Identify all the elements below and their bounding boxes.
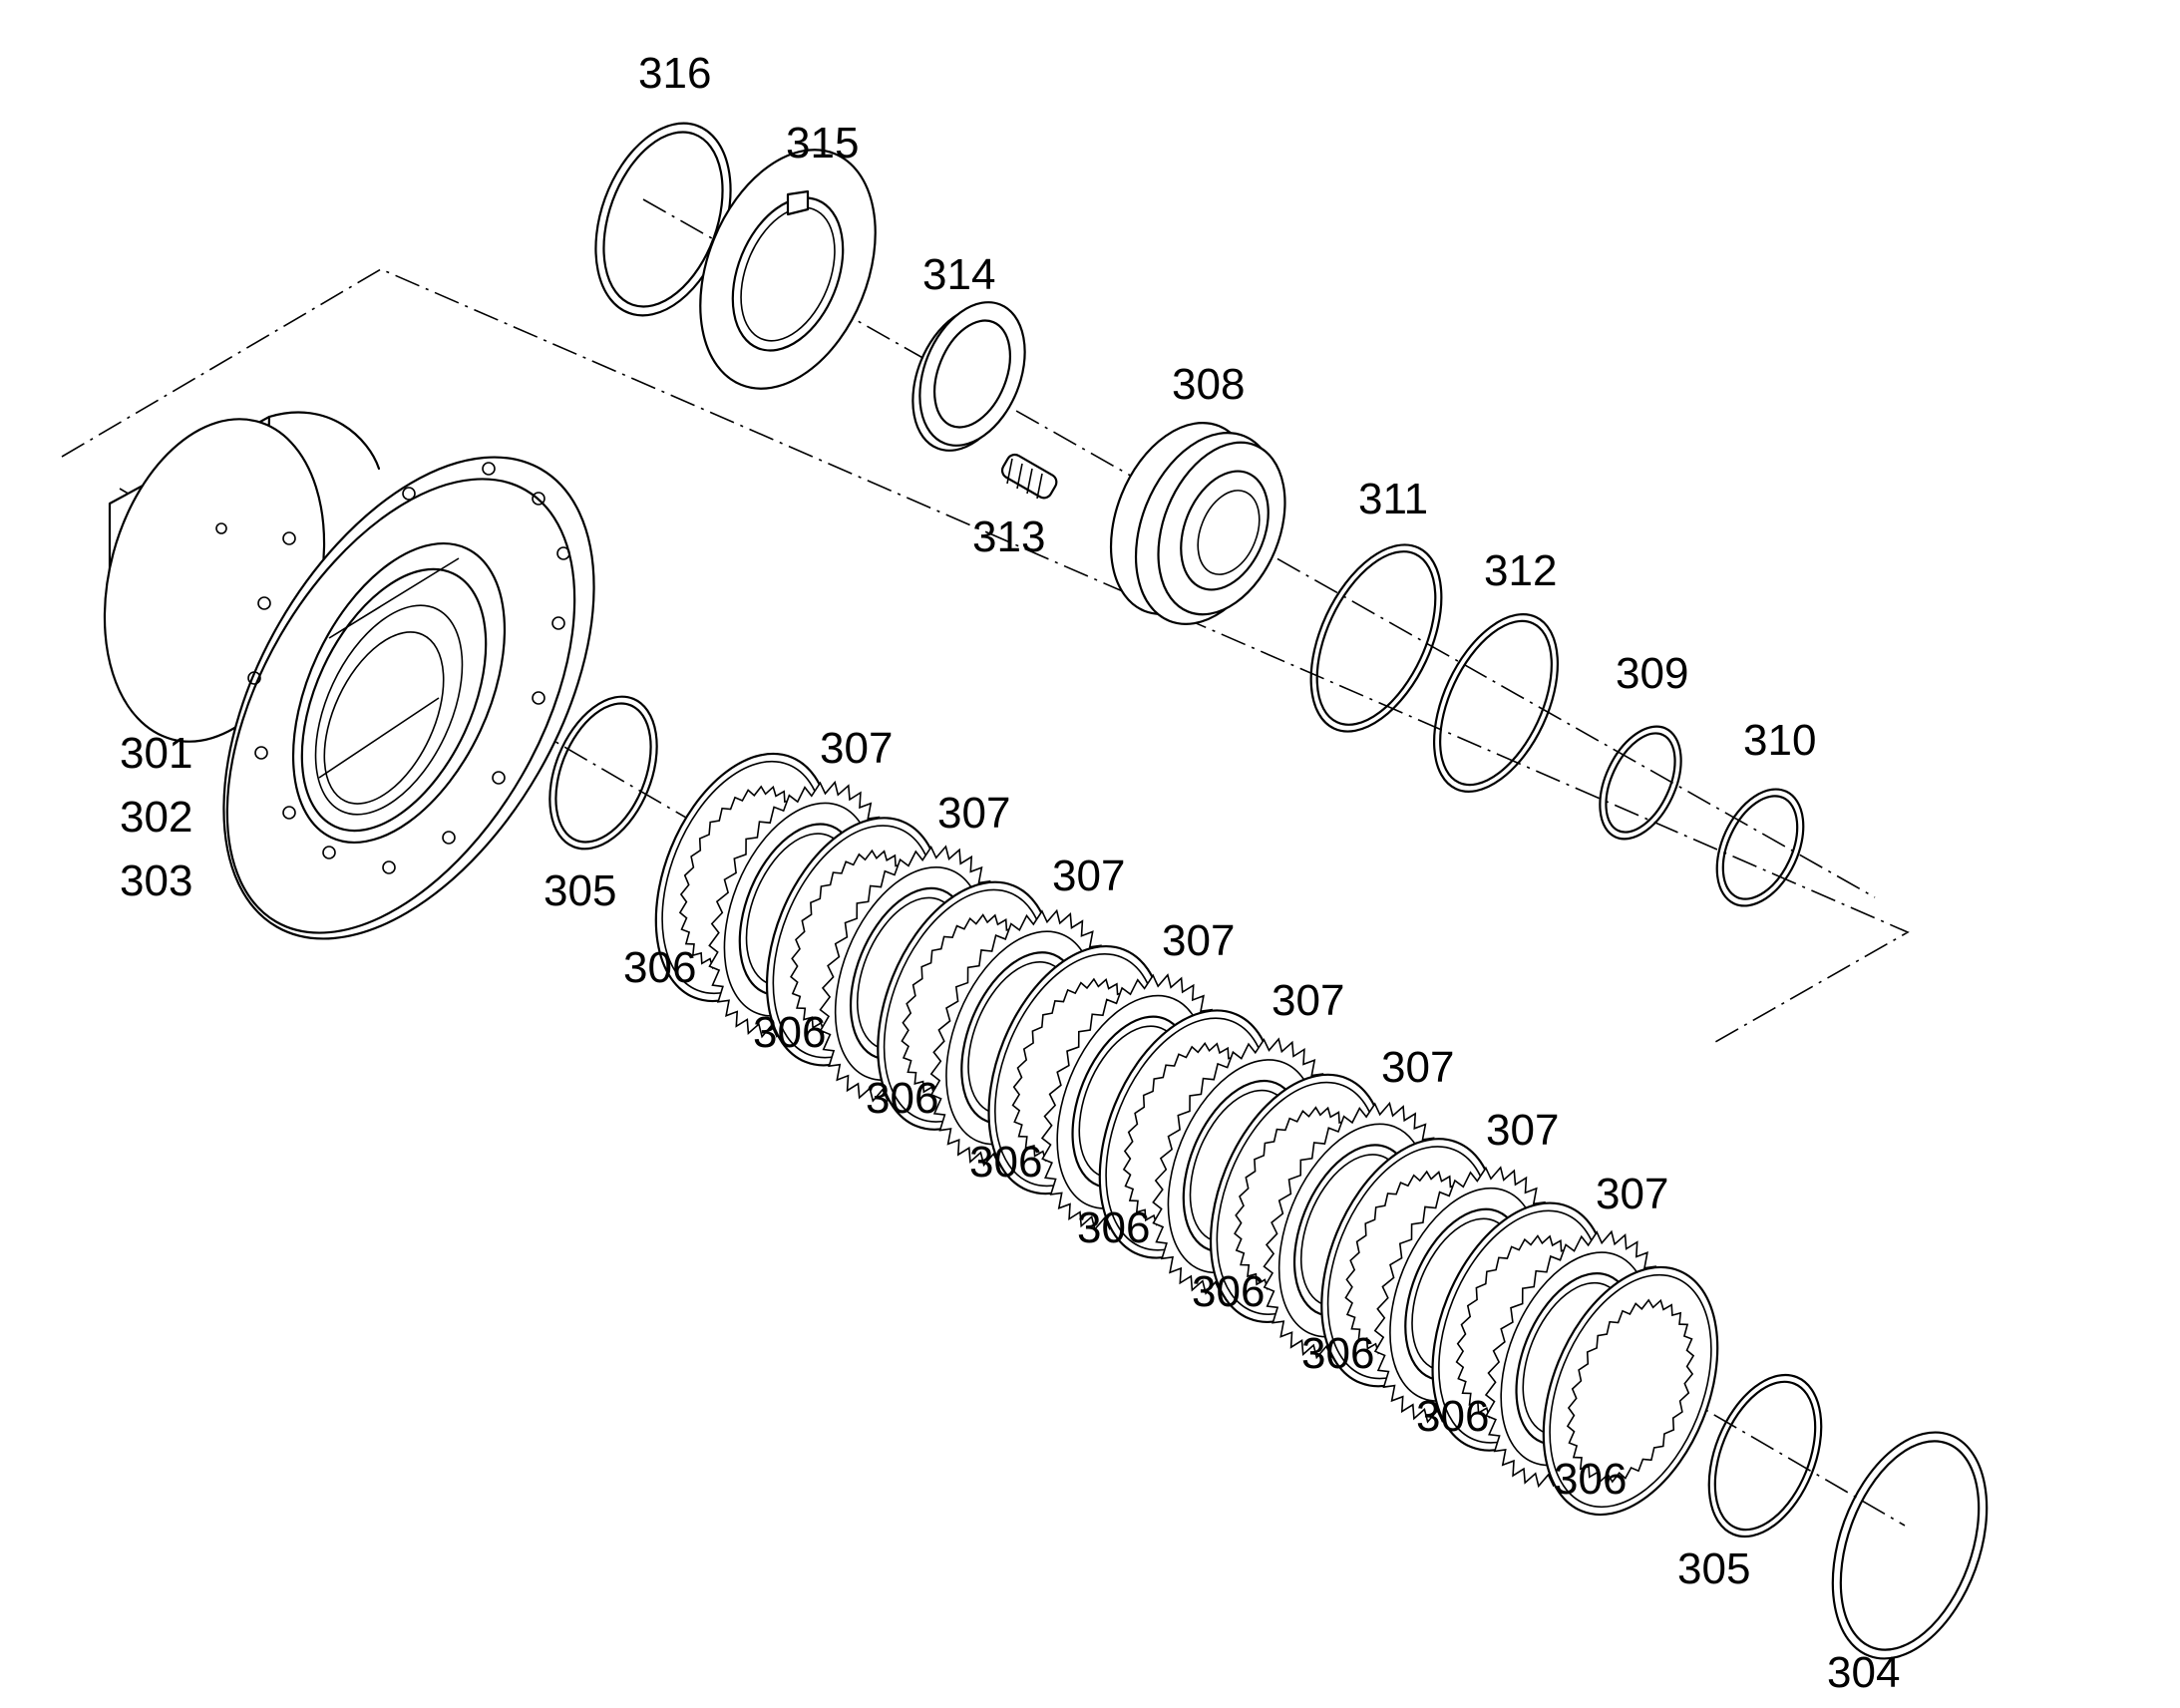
label-306: 306 (1192, 1267, 1265, 1316)
label-306: 306 (969, 1138, 1042, 1187)
callout-labels: 316 315 314 308 313 311 312 309 310 301 … (120, 49, 1900, 1697)
label-307: 307 (1272, 976, 1344, 1025)
part-308-piston (1109, 422, 1286, 625)
label-306: 306 (1416, 1392, 1489, 1441)
label-302: 302 (120, 793, 192, 842)
label-307: 307 (1162, 916, 1235, 965)
part-314-bushing (911, 301, 1026, 452)
label-314: 314 (922, 250, 995, 299)
part-315-plate (699, 149, 877, 390)
label-307: 307 (1052, 852, 1125, 900)
label-305-left: 305 (544, 866, 616, 915)
part-304-snap-ring (1831, 1431, 1989, 1660)
label-307: 307 (1486, 1106, 1559, 1155)
label-315: 315 (786, 119, 859, 168)
part-311-oring (1309, 543, 1443, 733)
part-310-oring (1715, 788, 1805, 907)
part-305-ring-right (1707, 1373, 1823, 1538)
steel-plate-inner-teeth (1566, 1298, 1695, 1484)
steel-plate-rim (1549, 1273, 1712, 1509)
label-309: 309 (1616, 649, 1688, 698)
label-304: 304 (1827, 1648, 1900, 1697)
label-316: 316 (638, 49, 711, 98)
label-306: 306 (1554, 1455, 1627, 1504)
label-313: 313 (972, 512, 1045, 561)
housing-part (103, 411, 595, 940)
label-310: 310 (1743, 716, 1816, 765)
label-308: 308 (1172, 360, 1245, 409)
label-305-right: 305 (1677, 1544, 1750, 1593)
label-307: 307 (820, 724, 893, 773)
part-309-oring (1599, 725, 1682, 841)
label-306: 306 (753, 1008, 826, 1057)
clutch-disc-pack (654, 752, 1719, 1517)
label-303: 303 (120, 856, 192, 905)
label-307: 307 (1596, 1170, 1668, 1218)
label-306: 306 (623, 943, 696, 992)
label-312: 312 (1484, 546, 1557, 595)
label-301: 301 (120, 729, 192, 778)
steel-plate-306 (1542, 1265, 1719, 1517)
label-306: 306 (1301, 1329, 1374, 1378)
part-313-spring (1000, 453, 1058, 500)
part-312-oring (1432, 613, 1560, 793)
label-306: 306 (866, 1074, 938, 1123)
part-305-ring-left (548, 695, 658, 851)
label-307: 307 (1381, 1043, 1454, 1092)
label-311: 311 (1358, 475, 1428, 523)
label-307: 307 (937, 789, 1010, 838)
label-306: 306 (1077, 1203, 1150, 1252)
flange-holes (215, 462, 570, 874)
